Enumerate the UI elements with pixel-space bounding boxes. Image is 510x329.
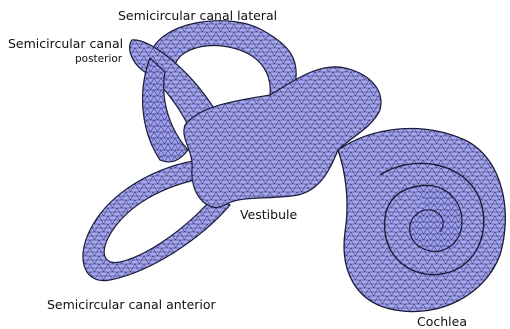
label-lateral: Semicircular canal lateral (118, 10, 277, 23)
cochlea-shape (338, 129, 505, 312)
label-anterior: Semicircular canal anterior (47, 299, 216, 312)
label-vestibule: Vestibule (240, 209, 297, 222)
label-posterior-line2: posterior (75, 54, 122, 65)
label-posterior-line1: Semicircular canal (8, 38, 123, 51)
label-cochlea: Cochlea (417, 316, 467, 329)
